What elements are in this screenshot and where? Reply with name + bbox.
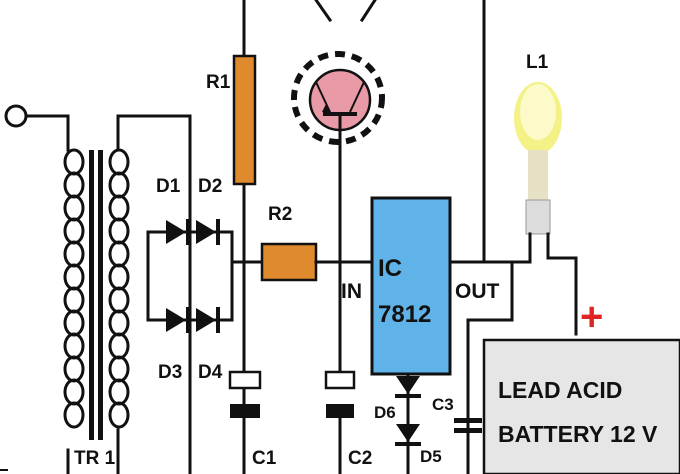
- d6-label: D6: [374, 403, 396, 422]
- r1-label: R1: [206, 72, 231, 93]
- diode-d6: [395, 376, 421, 398]
- c2-label: C2: [348, 448, 372, 469]
- plus-sign: +: [580, 295, 603, 339]
- diode-d5: [395, 424, 421, 446]
- transformer-core: [89, 150, 94, 440]
- l1-label: L1: [526, 52, 549, 73]
- d4-label: D4: [198, 362, 223, 383]
- ic-7812: IC 7812: [370, 196, 452, 376]
- tr1-label: TR 1: [74, 448, 116, 469]
- d5-label: D5: [420, 447, 442, 466]
- capacitor-c2: [324, 260, 356, 474]
- battery-lead-acid: LEAD ACID BATTERY 12 V: [482, 338, 680, 474]
- diode-d1: [166, 219, 190, 245]
- r2-label: R2: [268, 204, 292, 225]
- lamp-l1: [514, 82, 578, 336]
- d1-label: D1: [156, 176, 181, 197]
- secondary-coil: [108, 148, 130, 429]
- out-label: OUT: [455, 280, 500, 303]
- resistor-r1: [232, 54, 257, 186]
- capacitor-c3: [454, 418, 482, 433]
- ac-input-terminal: [4, 104, 28, 128]
- transistor-heatsink-outline: [291, 51, 385, 145]
- d2-label: D2: [198, 176, 222, 197]
- ic-label-line2: 7812: [378, 301, 431, 328]
- ic-label-line1: IC: [378, 255, 402, 282]
- transistor: [291, 0, 385, 145]
- battery-label-line1: LEAD ACID: [498, 377, 622, 403]
- battery-label-line2: BATTERY 12 V: [498, 421, 658, 447]
- in-label: IN: [341, 280, 362, 303]
- resistor-r2: [260, 242, 318, 282]
- diode-bridge: D1 D2 D3 D4: [146, 176, 234, 383]
- capacitor-c1: [228, 260, 262, 418]
- primary-coil: [63, 148, 85, 429]
- diode-d2: [196, 219, 220, 245]
- c3-label: C3: [432, 395, 454, 414]
- diode-d4: [196, 307, 220, 333]
- d3-label: D3: [158, 362, 182, 383]
- transformer-tr1: TR 1: [4, 104, 192, 474]
- diode-d3: [166, 307, 190, 333]
- c1-label: C1: [252, 448, 277, 469]
